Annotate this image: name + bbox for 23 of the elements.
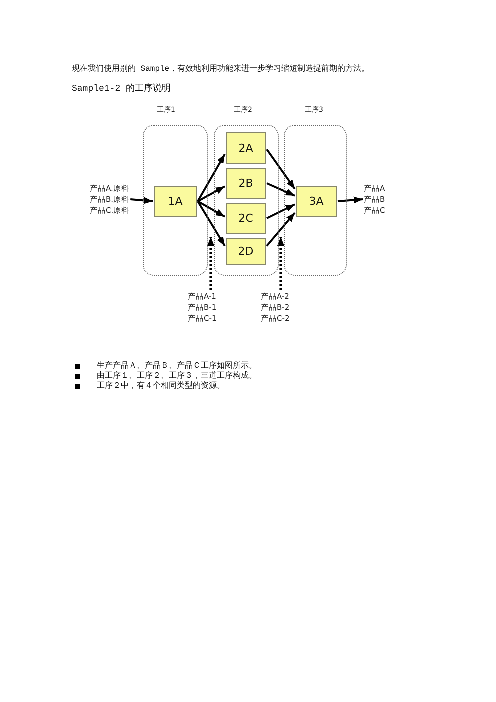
arrow [266,212,296,247]
process-box: 2D [226,238,266,265]
arrow [198,200,226,218]
process-box: 2B [226,168,266,199]
arrow [197,154,226,202]
list-item-text: 工序２中，有４个相同类型的资源。 [97,381,225,391]
arrow [266,149,296,190]
arrow [266,182,296,197]
title: Sample1-2 的工序说明 [72,82,172,95]
dotted-arrow [278,237,284,290]
list-item-text: 生产产品Ａ、产品Ｂ、产品Ｃ工序如图所示。 [97,361,257,371]
arrow [197,200,226,247]
list-item-text: 由工序１、工序２、工序３，三道工序构成。 [97,371,257,381]
dotted-arrow [208,237,214,290]
arrow [198,186,226,202]
process-box: 3A [296,186,337,217]
process-box: 2C [226,203,266,234]
process-box: 2A [226,132,266,164]
intro-text: 现在我们使用别的 Sample，有效地利用功能来进一步学习缩短制造提前期的方法。 [72,63,370,74]
arrow [338,196,364,204]
arrow [130,197,154,204]
arrow [266,204,296,220]
process-box: 1A [154,186,197,217]
